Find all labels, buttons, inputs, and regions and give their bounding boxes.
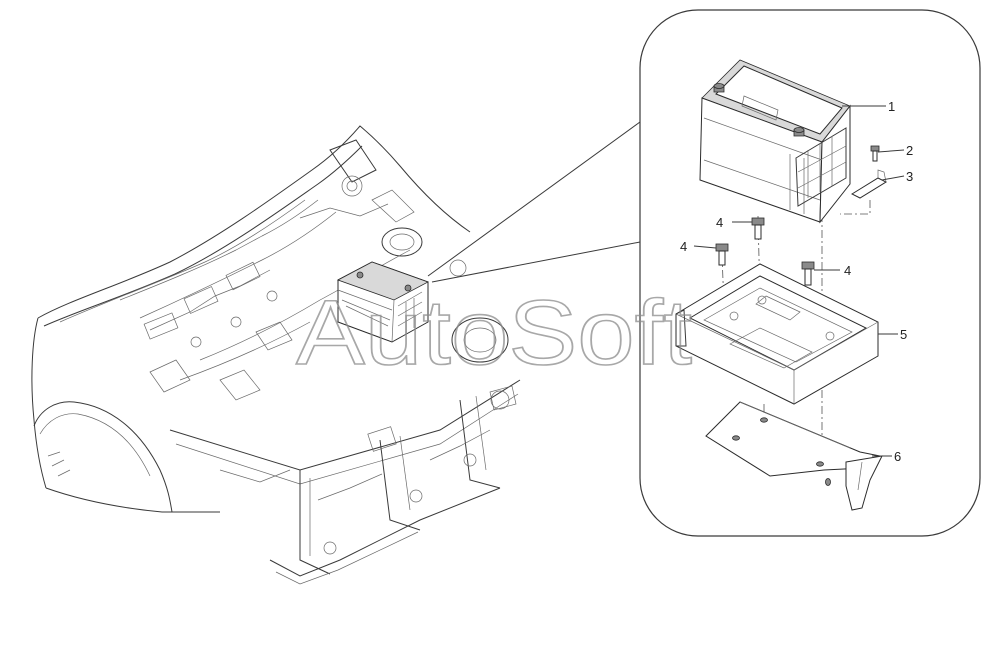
- bolts-part-4: [715, 217, 815, 286]
- hold-down-bracket-part-3: [850, 169, 888, 199]
- battery-part-1: [699, 59, 851, 224]
- callout-1: 1: [888, 99, 895, 114]
- battery-tray-part-5: [675, 263, 879, 405]
- callout-4-left: 4: [680, 239, 687, 254]
- callout-4-right: 4: [844, 263, 851, 278]
- callout-4-upper: 4: [716, 215, 723, 230]
- callout-6: 6: [894, 449, 901, 464]
- watermark: AutoSoft: [296, 282, 692, 384]
- callout-labels: 1 2 3 4 4 4 5 6: [680, 99, 913, 464]
- callout-3: 3: [906, 169, 913, 184]
- battery-installed-view: [337, 261, 429, 343]
- leader-lines: [427, 121, 641, 283]
- detail-panel: [639, 9, 981, 537]
- callout-leaders: [693, 105, 905, 457]
- vehicle-front-body: [31, 125, 521, 585]
- bolt-part-2: [870, 145, 880, 162]
- mounting-plate-part-6: [705, 401, 883, 511]
- callout-5: 5: [900, 327, 907, 342]
- callout-2: 2: [906, 143, 913, 158]
